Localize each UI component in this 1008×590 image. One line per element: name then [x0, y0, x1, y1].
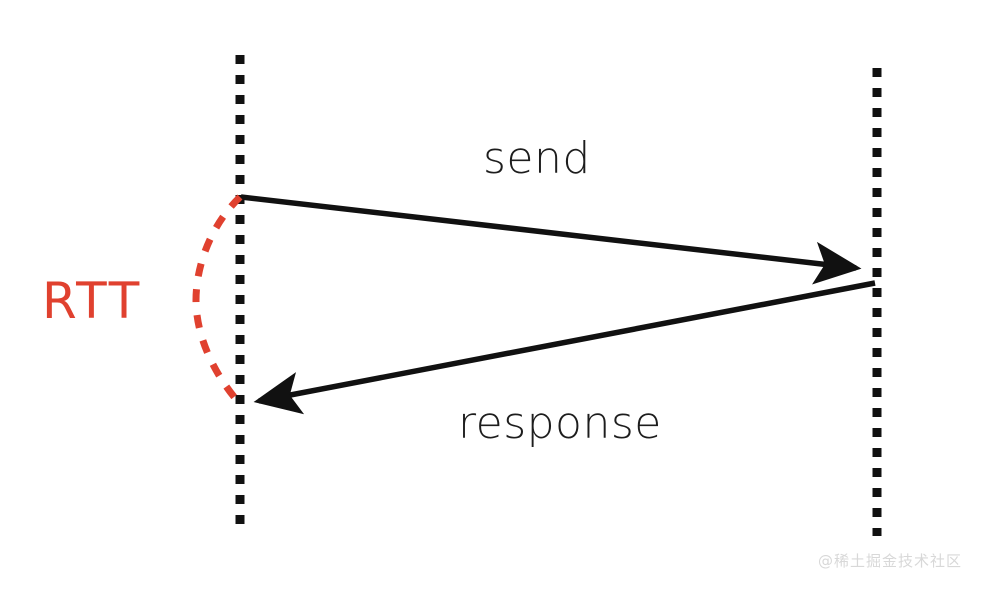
watermark: @稀土掘金技术社区 [818, 552, 963, 570]
send-arrow-label: send [483, 133, 591, 184]
send-arrow [240, 194, 862, 285]
response-arrow [253, 280, 876, 415]
rtt-label: RTT [42, 272, 143, 330]
response-arrow-label: response [458, 398, 662, 449]
rtt-brace [192, 194, 243, 407]
